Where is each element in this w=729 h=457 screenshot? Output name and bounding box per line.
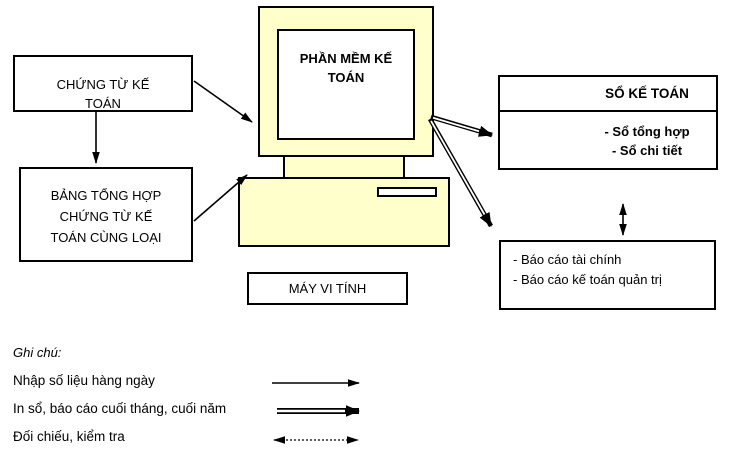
legend-label-reconcile: Đối chiếu, kiểm tra xyxy=(13,429,125,444)
disk-drive-slot xyxy=(377,187,437,197)
reports-box: - Báo cáo tài chính - Báo cáo kế toán qu… xyxy=(499,240,716,310)
accounting-documents-box: CHỨNG TỪ KẾ TOÁN xyxy=(13,55,193,112)
accounting-software-screen: PHẦN MỀM KẾ TOÁN xyxy=(277,29,415,140)
legend-label-print-reports: In sổ, báo cáo cuối tháng, cuối năm xyxy=(13,401,227,416)
arrow-software-to-ledger xyxy=(430,114,493,138)
arrow-documents-to-software xyxy=(193,80,253,123)
computer-caption-label: MÁY VI TÍNH xyxy=(288,281,367,296)
report-item-financial: - Báo cáo tài chính xyxy=(513,252,622,267)
ledger-box-title: SỔ KẾ TOÁN xyxy=(500,77,716,112)
computer-caption-box: MÁY VI TÍNH xyxy=(247,272,408,305)
monitor-stand xyxy=(283,155,405,179)
report-item-management: - Báo cáo kế toán quản trị xyxy=(513,272,662,287)
ledger-box-items: - Sổ tổng hợp - Sổ chi tiết xyxy=(500,112,716,160)
summary-sheet-box: BẢNG TỔNG HỢP CHỨNG TỪ KẾ TOÁN CÙNG LOẠI xyxy=(19,167,193,262)
legend-label-daily-entry: Nhập số liệu hàng ngày xyxy=(13,373,155,388)
ledger-item-detail: - Sổ chi tiết xyxy=(611,143,683,158)
ledger-item-general: - Sổ tổng hợp xyxy=(604,124,690,139)
ledger-box: SỔ KẾ TOÁN - Sổ tổng hợp - Sổ chi tiết xyxy=(498,75,718,170)
legend-title: Ghi chú: xyxy=(13,345,62,360)
